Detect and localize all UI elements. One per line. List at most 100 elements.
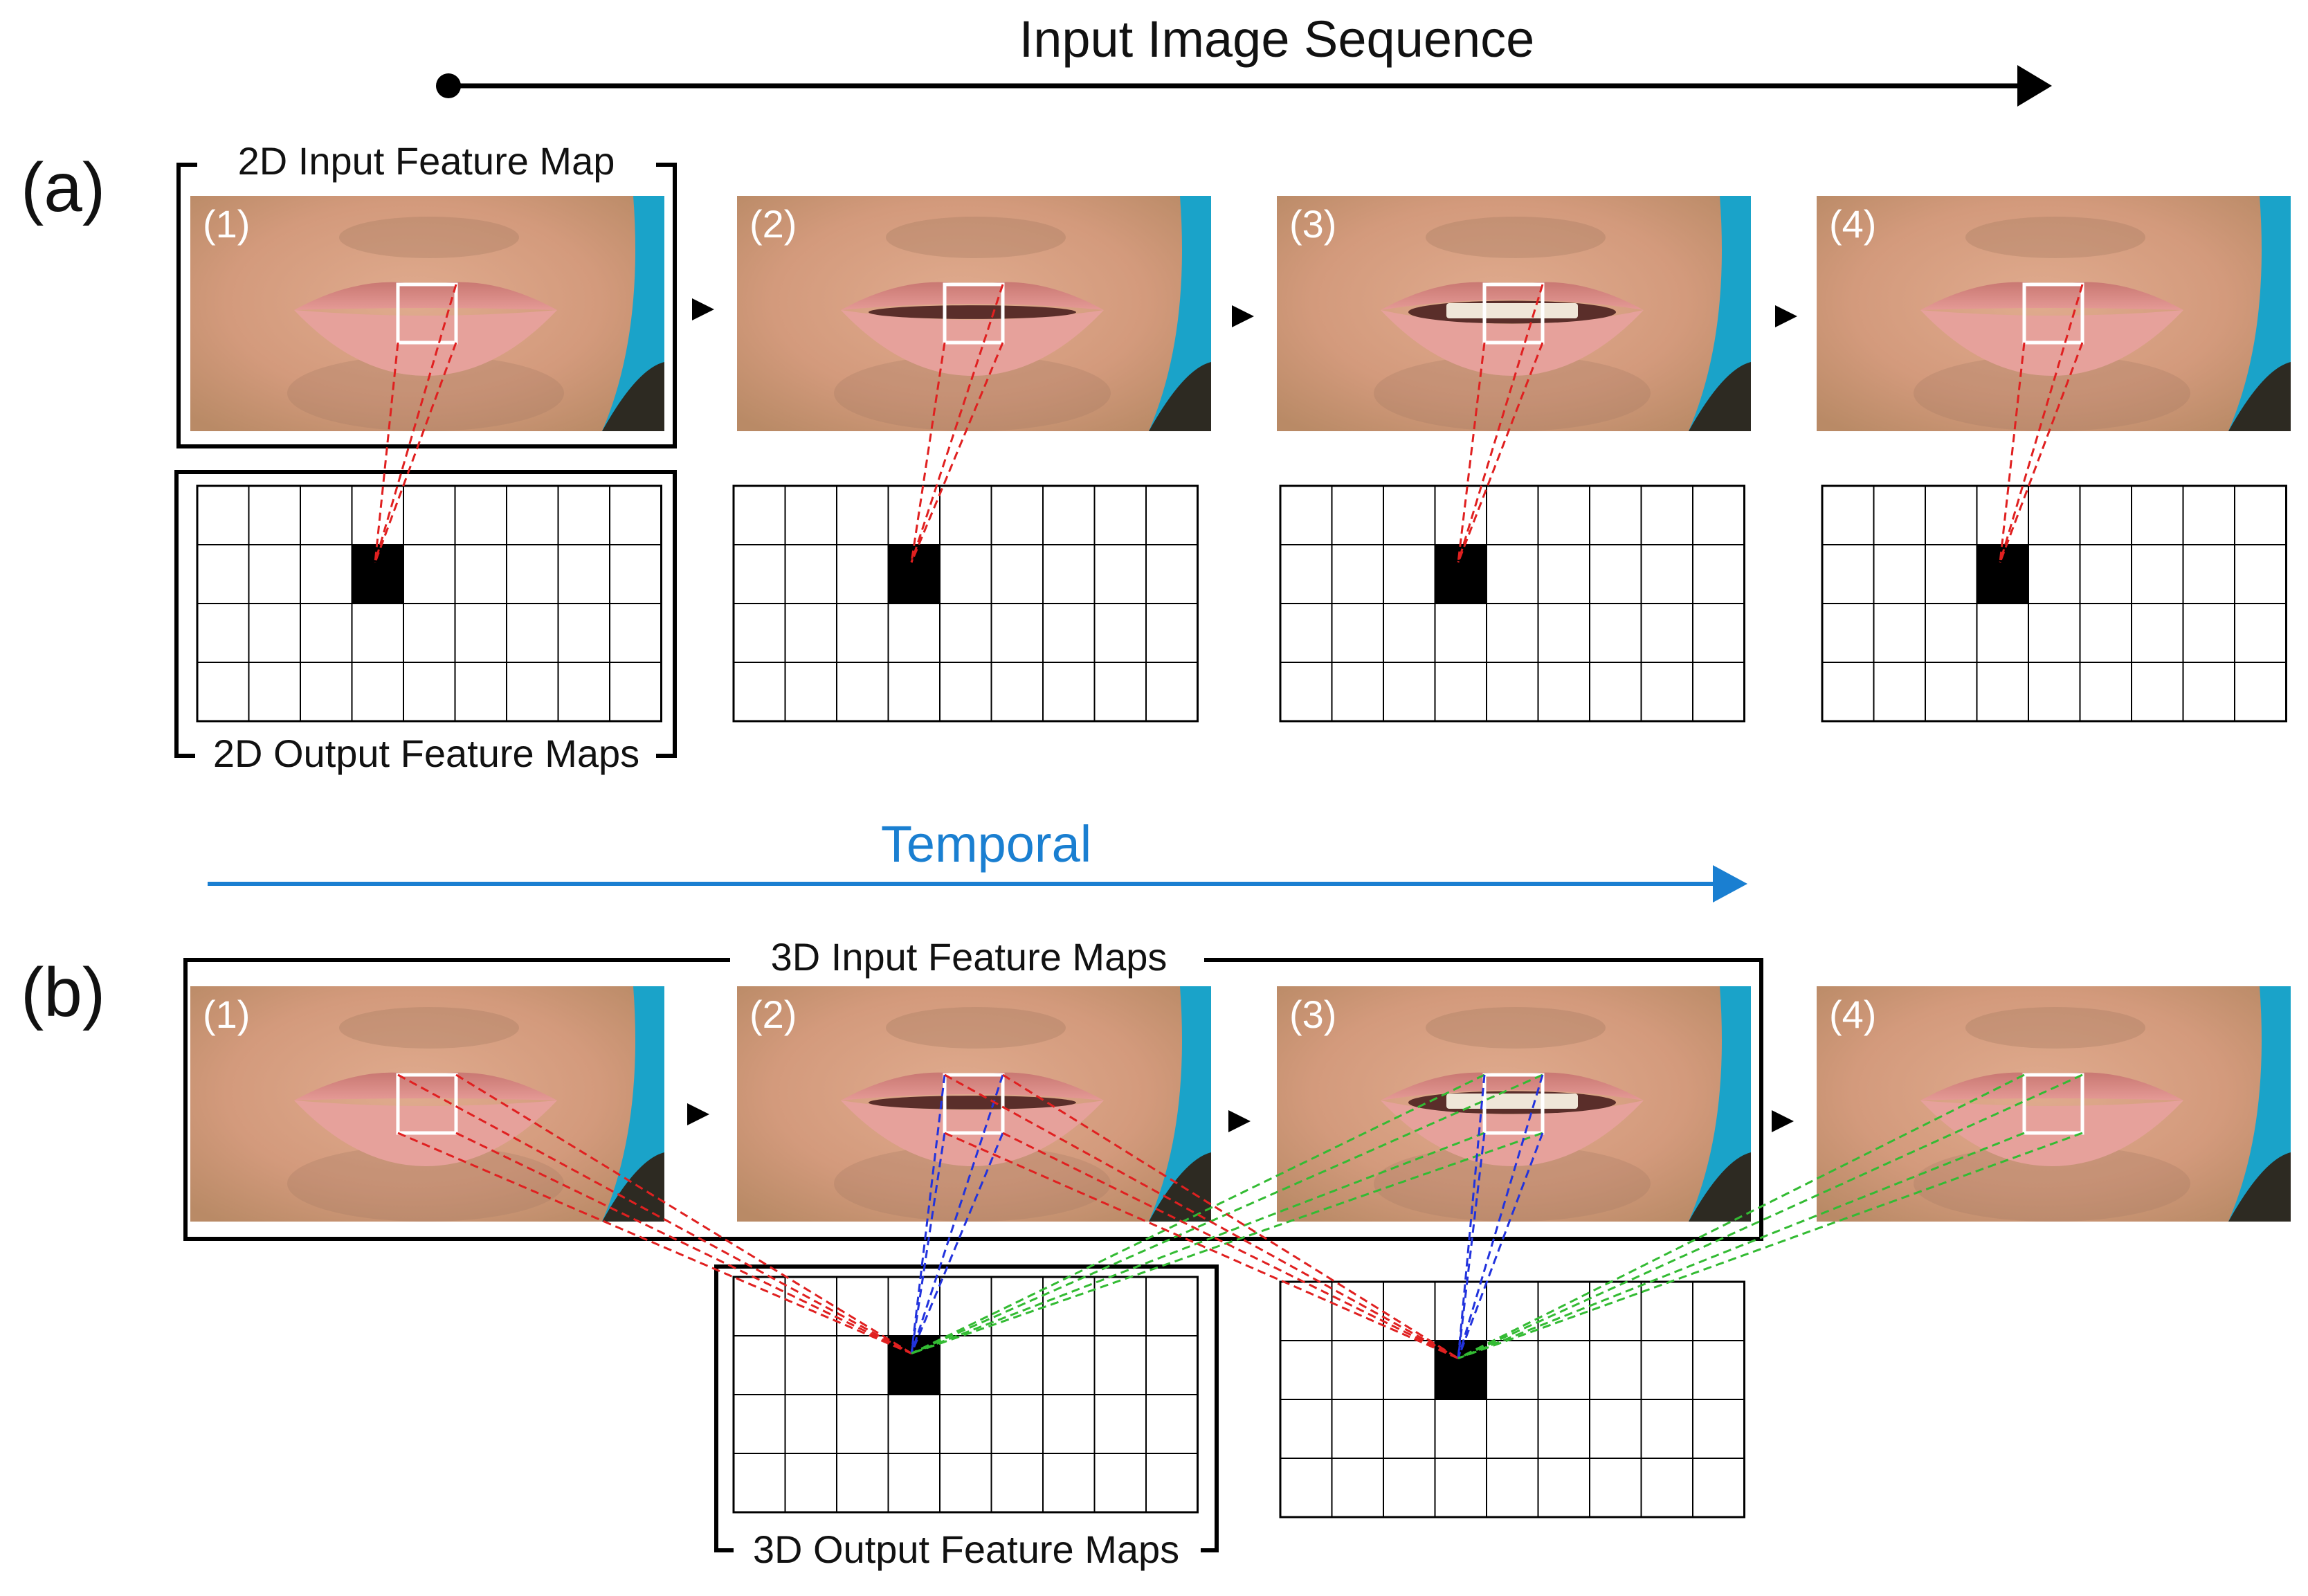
panel-a-output-bracket <box>174 470 677 758</box>
stubble-upper <box>1965 1007 2145 1049</box>
connector-line <box>1999 342 2026 563</box>
panel-a-label: (a) <box>21 149 105 226</box>
temporal-label: Temporal <box>881 815 1091 873</box>
connector-line <box>374 284 457 563</box>
face-skin <box>190 196 635 431</box>
collar <box>1149 1152 1211 1222</box>
output-grid-a-2 <box>732 484 1199 723</box>
receptive-field-box <box>1482 1073 1545 1135</box>
upper-lip <box>294 1072 557 1100</box>
connector-line <box>944 1073 1459 1359</box>
temporal-arrow <box>208 865 1747 903</box>
face-frame-b-2 <box>737 986 1211 1222</box>
panel-b-output-bracket <box>714 1264 1219 1552</box>
connector-line <box>397 1132 912 1354</box>
stubble-chin <box>287 355 564 431</box>
receptive-field-box <box>396 1073 458 1135</box>
connector-line <box>944 1132 1459 1359</box>
stubble-chin <box>1914 1145 2190 1222</box>
stubble-upper <box>1426 1007 1606 1049</box>
grids-layer <box>196 484 2287 1518</box>
upper-lip <box>841 1072 1104 1100</box>
frame-label-a-1: (1) <box>203 202 250 246</box>
sequence-arrowhead-a-1 <box>692 298 714 320</box>
sequence-arrowhead-b-3 <box>1772 1110 1794 1132</box>
frame-labels-layer: (1)(2)(3)(4)(1)(2)(3)(4) <box>203 202 1876 1036</box>
connectors-a-4 <box>1999 284 2084 563</box>
connector-line <box>1999 284 2084 563</box>
stubble-chin <box>1374 355 1651 431</box>
connector-line <box>910 342 946 563</box>
face-frame-a-2 <box>737 196 1211 431</box>
panel-b-input-bracket <box>183 958 1763 1241</box>
sequence-title: Input Image Sequence <box>1019 10 1535 68</box>
output-grid-a-1 <box>196 484 662 723</box>
output-grid-a-3 <box>1279 484 1745 723</box>
connector-line <box>1457 284 1544 563</box>
upper-lip <box>294 282 557 310</box>
receptive-field-box <box>2022 282 2084 345</box>
teeth <box>1446 303 1578 318</box>
connector-line <box>1002 1073 1459 1359</box>
frame-label-a-2: (2) <box>749 202 797 246</box>
stubble-upper <box>886 217 1066 258</box>
connectors-b1-frame1 <box>397 1073 912 1354</box>
frame-label-b-1: (1) <box>203 992 250 1036</box>
mouth-opening <box>869 1096 1076 1109</box>
frames-layer <box>190 196 2291 1222</box>
connectors-b2-frame2 <box>944 1073 1459 1359</box>
connector-line <box>455 1132 912 1354</box>
output-grid-b-1 <box>732 1276 1199 1514</box>
frame-label-b-2: (2) <box>749 992 797 1036</box>
connector-line <box>1002 1132 1459 1359</box>
receptive-field-box <box>943 1073 1005 1135</box>
connector-line <box>1457 342 1486 563</box>
upper-lip <box>1381 1072 1644 1100</box>
receptive-field-box <box>1482 282 1545 345</box>
connector-line <box>374 342 399 563</box>
face-skin <box>1817 196 2262 431</box>
connectors-a-3 <box>1457 284 1544 563</box>
connector-line <box>910 342 1004 563</box>
panel-b-output-label: 3D Output Feature Maps <box>753 1527 1179 1571</box>
connectors-b2-frame3 <box>1457 1074 1544 1359</box>
connector-line <box>1457 1073 2083 1359</box>
panel-a-input-bracket <box>176 163 677 448</box>
stubble-upper <box>339 217 519 258</box>
stubble-upper <box>1426 217 1606 258</box>
connector-line <box>911 1073 1485 1354</box>
connector-line <box>397 1073 912 1354</box>
connectors-b1-frame2 <box>910 1074 1004 1354</box>
stubble-upper <box>339 1007 519 1049</box>
connectors-b2-frame4 <box>1457 1073 2083 1359</box>
connector-line <box>1457 1132 1544 1359</box>
receptive-field-box <box>943 282 1005 345</box>
stubble-chin <box>834 1145 1111 1222</box>
panel-b-label: (b) <box>21 954 105 1031</box>
face-frame-a-1 <box>190 196 664 431</box>
stubble-chin <box>1374 1145 1651 1222</box>
face-frame-b-3 <box>1277 986 1751 1222</box>
connector-line <box>1457 1073 2025 1359</box>
collar <box>1689 1152 1751 1222</box>
connector-line <box>910 1132 1004 1354</box>
sequence-arrowhead-b-2 <box>1228 1110 1251 1132</box>
panel-a-input-label: 2D Input Feature Map <box>238 139 615 183</box>
stubble-chin <box>834 355 1111 431</box>
frame-label-b-4: (4) <box>1829 992 1876 1036</box>
mouth-opening <box>869 305 1076 319</box>
output-grid-b-2 <box>1279 1280 1745 1518</box>
stubble-upper <box>1965 217 2145 258</box>
stubble-chin <box>1914 355 2190 431</box>
teeth <box>1446 1094 1578 1109</box>
connector-line <box>1457 1132 1486 1359</box>
sequence-arrowhead-a-3 <box>1775 305 1797 327</box>
face-frame-b-4 <box>1817 986 2291 1222</box>
face-skin <box>190 986 635 1222</box>
sequence-arrowhead-a-2 <box>1232 305 1254 327</box>
connector-line <box>910 1132 946 1354</box>
sequence-arrow <box>436 65 2052 107</box>
receptive-field-box <box>2022 1073 2084 1135</box>
connectors-a-1 <box>374 284 457 563</box>
